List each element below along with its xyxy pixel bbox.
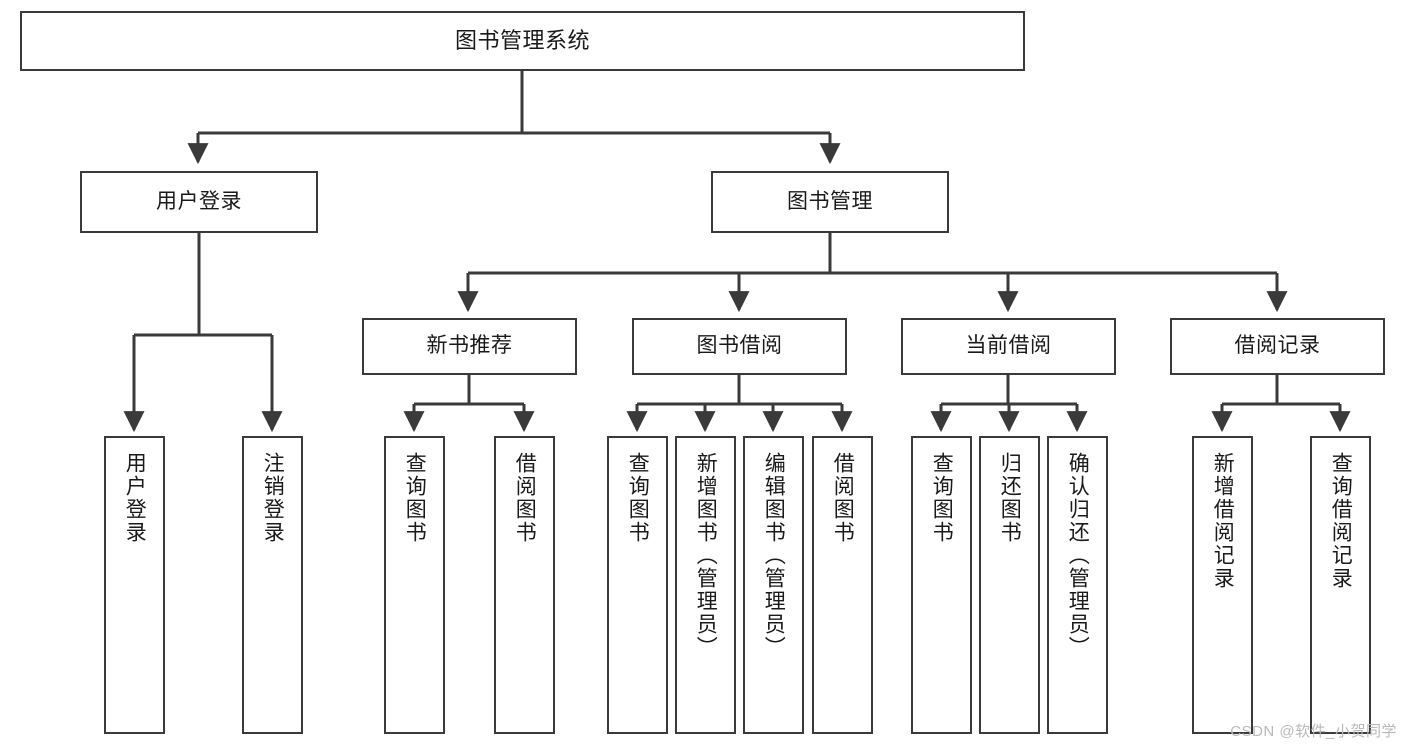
node-leaf-user-logout-label: 注销登录 bbox=[261, 452, 285, 544]
node-leaf-add-book-label: 新增图书（管理员） bbox=[694, 452, 718, 659]
node-leaf-borrow-book-2[interactable]: 借阅图书 bbox=[812, 436, 873, 734]
node-book-borrow-label: 图书借阅 bbox=[696, 334, 783, 358]
node-leaf-user-login[interactable]: 用户登录 bbox=[104, 436, 165, 734]
node-leaf-edit-book-label: 编辑图书（管理员） bbox=[762, 452, 786, 659]
node-leaf-query-record-label: 查询借阅记录 bbox=[1329, 452, 1353, 590]
node-leaf-add-record[interactable]: 新增借阅记录 bbox=[1192, 436, 1253, 734]
node-leaf-confirm-return[interactable]: 确认归还（管理员） bbox=[1047, 436, 1108, 734]
node-borrow-record-label: 借阅记录 bbox=[1234, 334, 1321, 358]
node-user-login-label: 用户登录 bbox=[156, 189, 242, 213]
node-root[interactable]: 图书管理系统 bbox=[20, 11, 1025, 71]
node-leaf-query-book-2-label: 查询图书 bbox=[626, 452, 650, 544]
node-leaf-query-book-1-label: 查询图书 bbox=[403, 452, 427, 544]
node-leaf-add-record-label: 新增借阅记录 bbox=[1211, 452, 1235, 590]
node-leaf-add-book[interactable]: 新增图书（管理员） bbox=[675, 436, 736, 734]
node-current-borrow-label: 当前借阅 bbox=[965, 334, 1052, 358]
node-leaf-user-login-label: 用户登录 bbox=[123, 452, 147, 544]
node-new-book-rec[interactable]: 新书推荐 bbox=[362, 318, 577, 375]
node-leaf-confirm-return-label: 确认归还（管理员） bbox=[1066, 452, 1090, 659]
node-leaf-return-book-label: 归还图书 bbox=[998, 452, 1022, 544]
node-leaf-query-book-2[interactable]: 查询图书 bbox=[607, 436, 668, 734]
node-leaf-query-book-3-label: 查询图书 bbox=[930, 452, 954, 544]
node-leaf-borrow-book-1[interactable]: 借阅图书 bbox=[494, 436, 555, 734]
node-leaf-query-book-1[interactable]: 查询图书 bbox=[384, 436, 445, 734]
node-user-login[interactable]: 用户登录 bbox=[80, 171, 318, 233]
node-book-borrow[interactable]: 图书借阅 bbox=[632, 318, 847, 375]
node-book-manage-label: 图书管理 bbox=[787, 189, 873, 213]
node-leaf-query-book-3[interactable]: 查询图书 bbox=[911, 436, 972, 734]
node-root-label: 图书管理系统 bbox=[454, 28, 590, 54]
node-leaf-borrow-book-1-label: 借阅图书 bbox=[513, 452, 537, 544]
node-leaf-query-record[interactable]: 查询借阅记录 bbox=[1310, 436, 1371, 734]
node-borrow-record[interactable]: 借阅记录 bbox=[1170, 318, 1385, 375]
node-leaf-user-logout[interactable]: 注销登录 bbox=[242, 436, 303, 734]
node-new-book-rec-label: 新书推荐 bbox=[426, 334, 513, 358]
node-book-manage[interactable]: 图书管理 bbox=[711, 171, 949, 233]
node-leaf-return-book[interactable]: 归还图书 bbox=[979, 436, 1040, 734]
node-current-borrow[interactable]: 当前借阅 bbox=[901, 318, 1116, 375]
node-leaf-borrow-book-2-label: 借阅图书 bbox=[831, 452, 855, 544]
csdn-watermark: CSDN @软件_小贺同学 bbox=[1230, 723, 1397, 740]
node-leaf-edit-book[interactable]: 编辑图书（管理员） bbox=[743, 436, 804, 734]
